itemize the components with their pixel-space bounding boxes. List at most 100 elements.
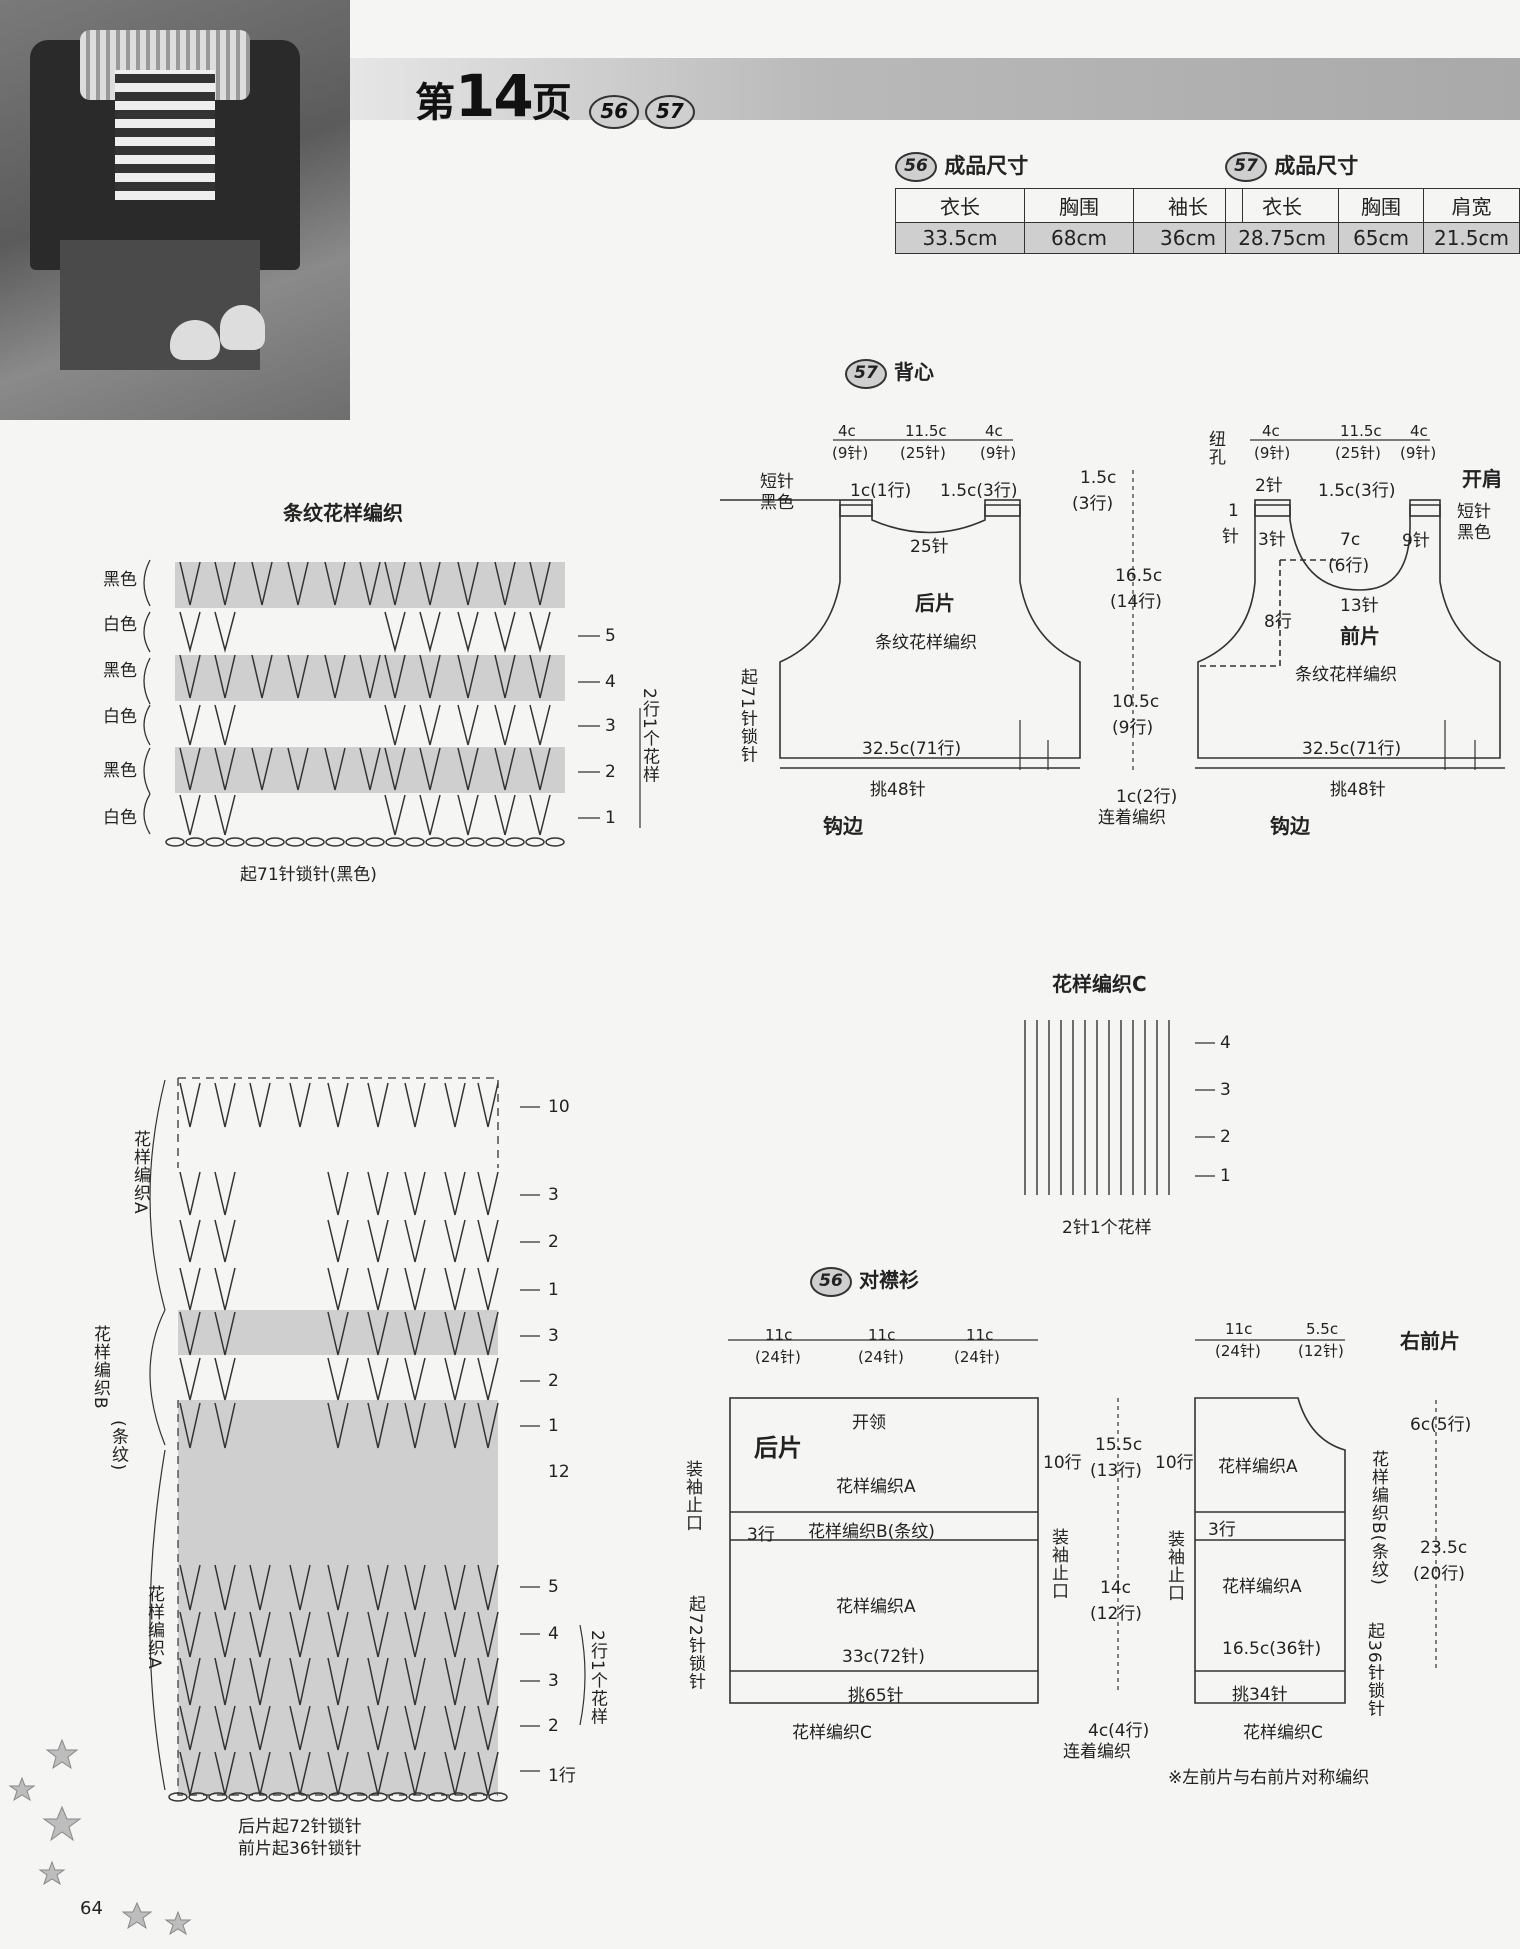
table-cell: 65cm (1338, 222, 1424, 254)
v-stitch-mark (457, 794, 479, 836)
v-stitch-mark (419, 654, 441, 699)
chain-mark (348, 1792, 368, 1802)
v-stitch-mark (179, 1402, 201, 1449)
chain-mark (188, 1792, 208, 1802)
v-stitch-mark (477, 1171, 499, 1216)
v-stitch-mark (289, 1751, 311, 1796)
v-stitch-mark (477, 1311, 499, 1356)
v-stitch-mark (249, 1082, 271, 1128)
row-number: 3 (605, 716, 616, 736)
v-stitch-mark (179, 1564, 201, 1611)
chain-mark (208, 1792, 228, 1802)
dim: 11c (1225, 1320, 1253, 1338)
v-stitch-mark (367, 1705, 389, 1751)
row-number: 1行 (548, 1766, 576, 1786)
label: 3针 (1258, 530, 1286, 550)
width-label: 16.5c(36针) (1222, 1639, 1322, 1659)
dim: (12针) (1298, 1342, 1344, 1360)
v-stitch-mark (179, 1171, 201, 1216)
pattern-label: 花样编织B (90, 1325, 110, 1410)
table-cell: 33.5cm (895, 222, 1025, 254)
v-stitch-mark (419, 704, 441, 746)
v-stitch-mark (494, 794, 516, 836)
v-stitch-mark (179, 561, 201, 606)
color-label: 白色 (103, 615, 137, 635)
dim: 10.5c (1112, 692, 1160, 712)
dim: (12行) (1090, 1604, 1142, 1624)
v-stitch-mark (404, 1311, 426, 1356)
v-stitch-mark (324, 561, 346, 606)
v-stitch-mark (327, 1705, 349, 1751)
chain-mark (308, 1792, 328, 1802)
chain-mark (325, 837, 345, 847)
pattern-c-title: 花样编织C (1052, 972, 1147, 996)
dim: (9针) (832, 444, 869, 462)
chain-mark (365, 837, 385, 847)
dim: (24针) (858, 1348, 904, 1366)
width-label: 33c(72针) (842, 1647, 925, 1667)
dim: (20行) (1413, 1564, 1465, 1584)
cardigan-title: 56 对襟衫 (810, 1264, 919, 1297)
table-cell: 28.75cm (1225, 222, 1340, 254)
v-stitch-mark (404, 1219, 426, 1263)
pattern-label: 条纹花样编织 (875, 633, 977, 653)
dim: 4c (838, 422, 856, 440)
v-stitch-mark (404, 1564, 426, 1611)
v-stitch-mark (214, 794, 236, 836)
pattern-label: 花样编织A (836, 1477, 916, 1497)
row-number: 4 (548, 1624, 559, 1644)
repeat-note: 2行1个花样 (587, 1630, 607, 1726)
v-stitch-mark (367, 1267, 389, 1311)
chain-mark (405, 837, 425, 847)
size-title: 成品尺寸 (1274, 154, 1359, 178)
v-stitch-mark (214, 1657, 236, 1706)
dim: 1.5c (1080, 468, 1117, 488)
v-stitch-mark (179, 1082, 201, 1128)
v-stitch-mark (249, 1564, 271, 1611)
v-stitch-mark (384, 561, 406, 606)
v-stitch-mark (289, 1657, 311, 1706)
note: ※左前片与右前片对称编织 (1168, 1768, 1370, 1788)
v-stitch-mark (419, 747, 441, 791)
dim: 11.5c (905, 422, 947, 440)
dim: (9针) (980, 444, 1017, 462)
v-stitch-mark (457, 561, 479, 606)
chain-mark (408, 1792, 428, 1802)
label: 起36针锁针 (1364, 1622, 1384, 1718)
v-stitch-mark (287, 747, 309, 791)
v-stitch-mark (404, 1267, 426, 1311)
v-stitch-mark (404, 1082, 426, 1128)
v-stitch-mark (251, 654, 273, 699)
width-label: 32.5c(71行) (1302, 739, 1402, 759)
v-stitch-mark (367, 1611, 389, 1658)
v-stitch-mark (404, 1171, 426, 1216)
row-number: 1 (1220, 1166, 1231, 1186)
v-stitch-mark (359, 747, 381, 791)
v-stitch-mark (251, 561, 273, 606)
label: 1.5c(3行) (1318, 481, 1396, 501)
label: 2针 (1255, 476, 1283, 496)
table-header: 肩宽 (1422, 188, 1520, 223)
page-title: 第14页 56 57 (415, 62, 695, 130)
chain-mark (345, 837, 365, 847)
row-number: 4 (1220, 1033, 1231, 1053)
v-stitch-mark (494, 611, 516, 653)
label: 3行 (747, 1525, 775, 1545)
color-label: 白色 (103, 707, 137, 727)
dim: 连着编织 (1063, 1742, 1131, 1762)
pattern-label: 花样编织A (836, 1597, 916, 1617)
v-stitch-mark (327, 1267, 349, 1311)
page-title-band: 第14页 56 57 (350, 58, 1520, 130)
label: 装袖止口 (1048, 1528, 1068, 1600)
v-stitch-mark (477, 1751, 499, 1796)
label: 开肩 (1462, 467, 1502, 491)
label: 短针 (760, 472, 794, 492)
v-stitch-mark (214, 1219, 236, 1263)
chain-mark (545, 837, 565, 847)
label: 黑色 (1457, 523, 1491, 543)
edging-label: 钩边 (823, 814, 863, 838)
page-number: 64 (80, 1898, 103, 1919)
v-stitch-mark (287, 654, 309, 699)
